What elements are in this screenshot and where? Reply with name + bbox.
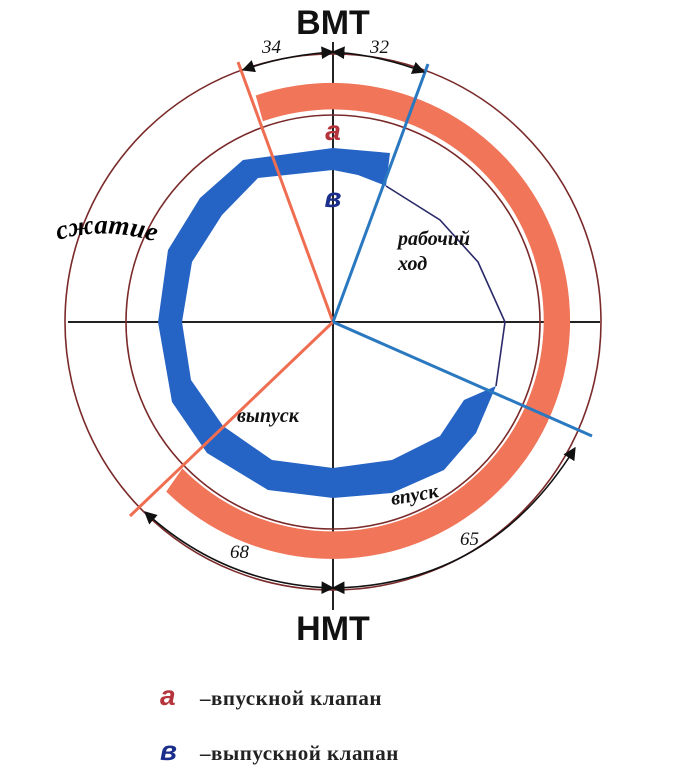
- tdc-label: ВМТ: [296, 4, 370, 42]
- intake-close-line: [332, 320, 593, 438]
- power-stroke-contour: [385, 185, 506, 387]
- angle-arc-top-left: [241, 46, 335, 73]
- intake-open-line: [236, 61, 335, 323]
- bdc-label: НМТ: [296, 610, 370, 648]
- exhaust-open-line: [128, 320, 335, 518]
- exhaust-close-line: [331, 63, 430, 323]
- legend-row-exhaust: в –выпускной клапан: [160, 735, 399, 767]
- angle-label-top-right: 32: [369, 37, 390, 58]
- angle-arc-top-right: [331, 46, 426, 74]
- angle-label-top-left: 34: [261, 37, 282, 58]
- legend-text-exhaust-valve: –выпускной клапан: [200, 741, 399, 765]
- legend-letter-a: а: [160, 680, 176, 711]
- legend-text-intake-valve: –впускной клапан: [200, 686, 382, 710]
- angle-arc-bottom-right: [331, 446, 576, 595]
- exhaust-label: выпуск: [237, 405, 300, 427]
- angle-label-bottom-right: 65: [460, 529, 479, 550]
- compression-label-path: сжатие: [52, 209, 161, 247]
- legend-letter-v: в: [160, 735, 177, 766]
- angle-label-bottom-left: 68: [230, 542, 250, 563]
- power-stroke-label-line2: ход: [397, 253, 427, 275]
- legend-row-intake: а –впускной клапан: [160, 680, 382, 712]
- power-stroke-label-line1: рабочий: [396, 228, 470, 250]
- letter-v-label: в: [325, 182, 342, 213]
- angle-arc-bottom-left: [144, 511, 335, 595]
- letter-a-label: а: [325, 115, 341, 146]
- compression-label: сжатие: [52, 209, 161, 247]
